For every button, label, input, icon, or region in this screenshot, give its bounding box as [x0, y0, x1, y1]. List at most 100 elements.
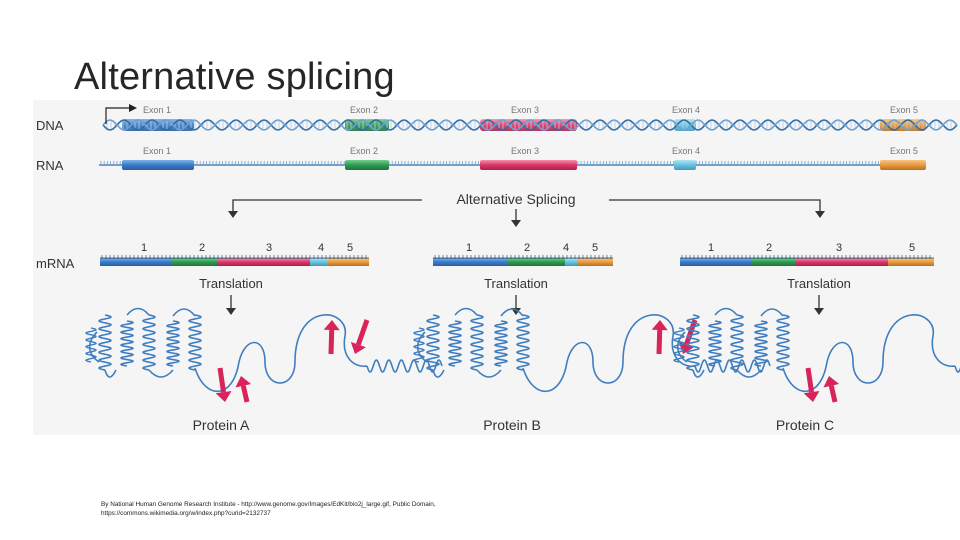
- translation-label-a: Translation: [199, 276, 263, 291]
- dna-row-label: DNA: [36, 118, 64, 133]
- dna-strand-b: [102, 119, 958, 131]
- alpha-helix: [413, 327, 425, 363]
- mrna-b-exon-4: [565, 258, 577, 266]
- protein-c-structure: [673, 307, 960, 403]
- rna-exon-4-label: Exon 4: [672, 146, 700, 156]
- beta-sheet-arrowhead: [215, 390, 232, 402]
- rna-row-label: RNA: [36, 158, 64, 173]
- beta-sheet: [805, 367, 815, 393]
- alpha-helix: [426, 314, 440, 371]
- mrna-variant-a: 1 2 3 4 5: [100, 242, 369, 266]
- alpha-helix: [776, 314, 790, 371]
- image-credit: By National Human Genome Research Instit…: [101, 501, 436, 518]
- mrna-c-bases: [680, 255, 934, 259]
- beta-sheet: [355, 319, 370, 346]
- mrna-a-num-4: 4: [318, 242, 324, 254]
- mrna-c-exon-2: [751, 258, 795, 266]
- beta-sheet: [683, 319, 698, 346]
- dna-exon-4-label: Exon 4: [672, 105, 700, 115]
- beta-sheet-arrowhead: [823, 376, 840, 388]
- mrna-c-num-3: 3: [836, 242, 842, 254]
- beta-sheet-arrowhead: [323, 320, 340, 331]
- rna-exon-5-label: Exon 5: [890, 146, 918, 156]
- mrna-b-exon-2: [507, 258, 565, 266]
- rna-exon-5: [880, 160, 926, 170]
- alpha-helix: [470, 314, 484, 371]
- beta-sheet: [328, 329, 335, 355]
- rna-exon-4: [674, 160, 696, 170]
- dna-strand: Exon 1 Exon 2 Exon 3 Exon 4 Exon 5: [102, 104, 958, 131]
- mrna-a-exon-3: [217, 258, 310, 266]
- alpha-helix: [448, 320, 462, 367]
- mrna-b-exon-1: [433, 258, 507, 266]
- alpha-helix: [754, 320, 768, 367]
- mrna-b-num-1: 1: [466, 242, 472, 254]
- alpha-helix: [98, 314, 112, 371]
- mrna-a-exon-4: [310, 258, 328, 266]
- mrna-b-num-2: 2: [524, 242, 530, 254]
- rna-exon-3: [480, 160, 577, 170]
- mrna-c-exon-1: [680, 258, 751, 266]
- alpha-helix: [730, 314, 744, 371]
- alpha-helix: [494, 320, 508, 367]
- mrna-variant-c: 1 2 3 5: [680, 242, 934, 266]
- rna-exon-2-label: Exon 2: [350, 146, 378, 156]
- slide-title: Alternative splicing: [74, 56, 395, 98]
- mrna-c-num-2: 2: [766, 242, 772, 254]
- alternative-splicing-label: Alternative Splicing: [456, 191, 575, 207]
- alpha-helix: [85, 327, 97, 363]
- beta-sheet-arrowhead: [235, 376, 252, 388]
- credit-line-2: https://commons.wikimedia.org/w/index.ph…: [101, 509, 271, 517]
- beta-sheet: [240, 385, 250, 403]
- rna-exon-1: [122, 160, 194, 170]
- dna-exon-3-label: Exon 3: [511, 105, 539, 115]
- alpha-helix: [188, 314, 202, 371]
- random-coil: [432, 307, 696, 393]
- alpha-helix: [516, 314, 530, 371]
- beta-sheet-arrowhead: [350, 341, 366, 354]
- arrowhead-left: [228, 211, 238, 218]
- rna-strand: Exon 1 Exon 2 Exon 3 Exon 4 Exon 5: [99, 146, 926, 170]
- alpha-helix-horizontal: [366, 359, 443, 373]
- mrna-variant-b: 1 2 4 5: [433, 242, 613, 266]
- dna-exon-1-label: Exon 1: [143, 105, 171, 115]
- beta-sheet-arrowhead: [651, 320, 668, 331]
- alpha-helix: [686, 314, 700, 371]
- translation-arrowhead-a: [226, 308, 236, 315]
- dna-double-helix: [102, 119, 958, 131]
- beta-sheet: [656, 329, 663, 355]
- protein-b-label: Protein B: [483, 417, 541, 433]
- arrowhead-middle: [511, 220, 521, 227]
- beta-sheet: [828, 385, 838, 403]
- random-coil: [104, 307, 368, 393]
- rna-exon-2: [345, 160, 389, 170]
- mrna-a-num-1: 1: [141, 242, 147, 254]
- mrna-a-num-3: 3: [266, 242, 272, 254]
- protein-a-label: Protein A: [193, 417, 250, 433]
- dna-exon-5-label: Exon 5: [890, 105, 918, 115]
- protein-c-label: Protein C: [776, 417, 834, 433]
- credit-line-1: By National Human Genome Research Instit…: [101, 501, 436, 508]
- mrna-a-num-2: 2: [199, 242, 205, 254]
- alpha-helix-horizontal: [954, 365, 960, 373]
- mrna-b-bases: [433, 255, 613, 259]
- alpha-helix: [120, 320, 134, 367]
- mrna-c-exon-5: [888, 258, 934, 266]
- rna-exon-1-label: Exon 1: [143, 146, 171, 156]
- mrna-c-num-5: 5: [909, 242, 915, 254]
- rna-exon-3-label: Exon 3: [511, 146, 539, 156]
- mrna-row-label: mRNA: [36, 256, 75, 271]
- mrna-b-num-4: 4: [563, 242, 569, 254]
- branch-left: [232, 199, 422, 212]
- branch-right: [609, 199, 821, 212]
- alpha-helix: [142, 314, 156, 371]
- alpha-helix: [166, 320, 180, 367]
- mrna-a-bases: [100, 255, 369, 259]
- beta-sheet-arrowhead: [803, 390, 820, 402]
- mrna-a-exon-1: [100, 258, 172, 266]
- alpha-helix: [708, 320, 722, 367]
- protein-a-structure: [85, 307, 443, 403]
- beta-sheet: [217, 367, 227, 393]
- alpha-helix: [673, 327, 685, 363]
- random-coil: [692, 307, 956, 393]
